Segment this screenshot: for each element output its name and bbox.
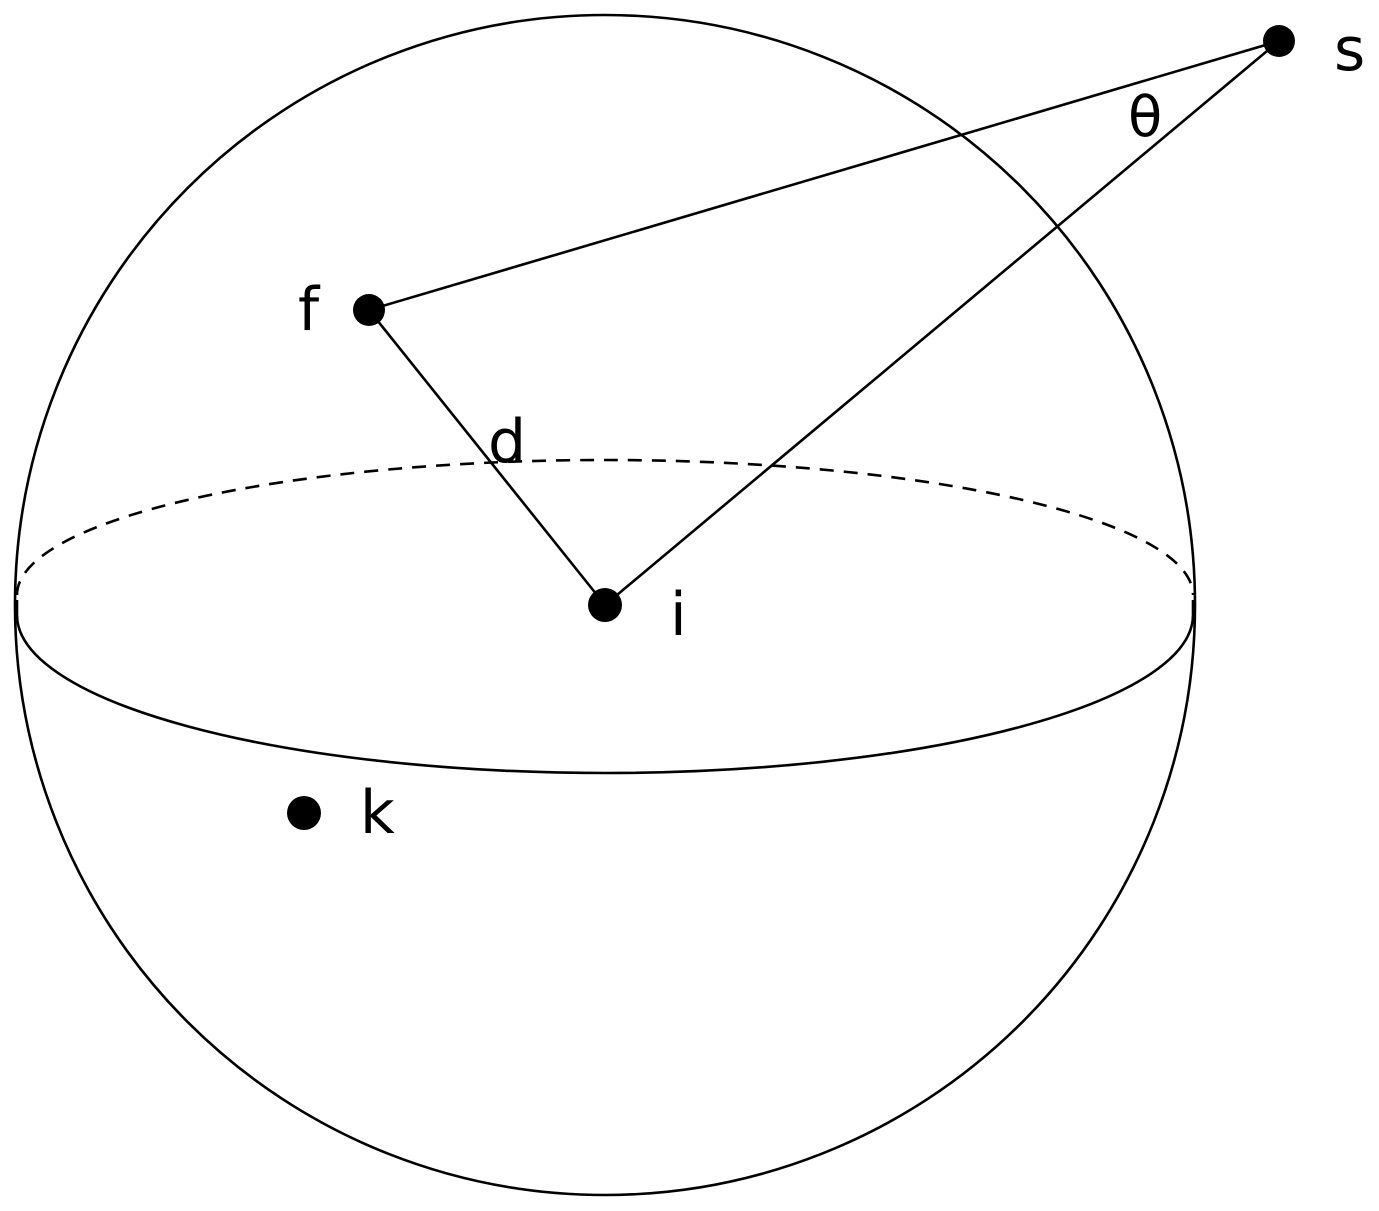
label-theta: θ (1128, 85, 1162, 150)
label-k: k (360, 778, 395, 848)
line-f-s (368, 39, 1280, 312)
label-s: s (1334, 15, 1365, 85)
point-s (1263, 25, 1295, 57)
point-k (287, 796, 321, 830)
sphere-outline (13, 13, 1197, 1197)
point-f (353, 294, 385, 326)
line-f-i (367, 309, 607, 606)
equator-front (15, 600, 1195, 775)
equator-back-dashed (15, 458, 1195, 596)
line-s-i (604, 40, 1280, 606)
label-f: f (298, 275, 321, 345)
label-d: d (488, 407, 526, 477)
label-i: i (670, 580, 687, 650)
point-i (588, 588, 622, 622)
